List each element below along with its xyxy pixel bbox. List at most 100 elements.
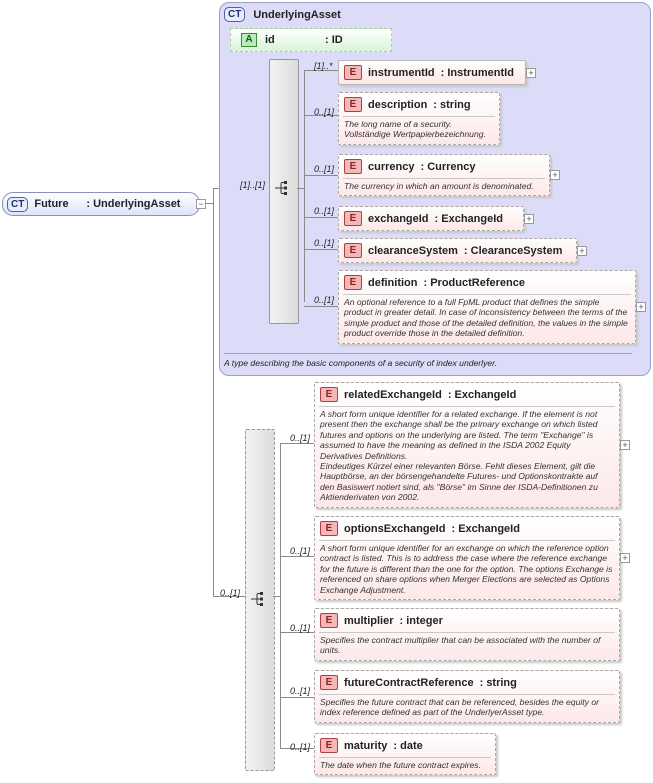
element-type: : ExchangeId: [434, 212, 503, 225]
element-doc: The currency in which an amount is denom…: [343, 178, 545, 195]
seq1-branch-line: [304, 70, 305, 302]
element-doc: Specifies the future contract that can b…: [319, 694, 615, 722]
g2-connector: [280, 556, 314, 557]
g1-connector: [304, 306, 338, 307]
element-type: : ExchangeId: [447, 388, 517, 401]
element-badge: E: [344, 243, 362, 258]
element-name: relatedExchangeId: [344, 388, 442, 401]
expand-icon[interactable]: +: [620, 440, 630, 450]
element-badge: E: [320, 675, 338, 690]
g2-connector: [280, 443, 314, 444]
element-type: : Currency: [420, 160, 476, 173]
complex-type-badge: CT: [224, 7, 246, 22]
root-collapse-icon[interactable]: −: [196, 199, 206, 209]
expand-icon[interactable]: +: [524, 213, 534, 224]
element-name: exchangeId: [368, 212, 429, 225]
sequence-icon: [275, 181, 287, 195]
g1-connector: [304, 217, 338, 218]
root-badge: CT: [7, 196, 29, 212]
element-name: instrumentId: [368, 66, 435, 79]
element-name: maturity: [344, 739, 388, 752]
seq2-cardinality: 0..[1]: [220, 588, 241, 598]
complex-type-doc: A type describing the basic components o…: [224, 353, 632, 368]
element-type: : integer: [399, 614, 443, 627]
g1-connector: [304, 115, 338, 116]
g2-cardinality: 0..[1]: [290, 686, 311, 696]
element-badge: E: [344, 97, 362, 112]
element-doc: The date when the future contract expire…: [319, 757, 491, 774]
element-name: optionsExchangeId: [344, 522, 446, 535]
g2-cardinality: 0..[1]: [290, 433, 311, 443]
root-name: Future: [34, 198, 69, 210]
element-name: multiplier: [344, 614, 394, 627]
g2-connector: [280, 748, 314, 749]
expand-icon[interactable]: +: [636, 302, 646, 312]
seq1-out-line: [297, 188, 304, 189]
expand-icon[interactable]: +: [620, 553, 630, 563]
element-doc: An optional reference to a full FpML pro…: [343, 294, 631, 343]
g2-connector: [280, 697, 314, 698]
g2-connector: [280, 632, 314, 633]
element-name: definition: [368, 276, 418, 289]
element-type: : ExchangeId: [451, 522, 520, 535]
g2-cardinality: 0..[1]: [290, 546, 311, 556]
element-badge: E: [344, 211, 362, 226]
element-badge: E: [320, 738, 338, 753]
root-type: : UnderlyingAsset: [86, 198, 181, 210]
expand-icon[interactable]: +: [550, 170, 560, 180]
element-badge: E: [320, 387, 338, 402]
element-type: : ProductReference: [423, 276, 525, 289]
g1-cardinality: 0..[1]: [314, 164, 335, 174]
element-badge: E: [344, 159, 362, 174]
attribute-badge: A: [241, 33, 257, 47]
g1-connector: [304, 70, 338, 71]
trunk-line: [213, 188, 214, 596]
element-type: : string: [433, 98, 471, 111]
seq2-branch-line: [280, 443, 281, 748]
element-name: clearanceSystem: [368, 244, 458, 257]
g1-cardinality: [1]..*: [314, 61, 333, 71]
element-type: : date: [393, 739, 423, 752]
g1-cardinality: 0..[1]: [314, 295, 335, 305]
seq2-connector: [213, 596, 245, 597]
element-type: : ClearanceSystem: [463, 244, 563, 257]
element-badge: E: [344, 275, 362, 290]
seq2-out-line: [273, 596, 280, 597]
element-name: currency: [368, 160, 415, 173]
expand-icon[interactable]: +: [526, 67, 536, 78]
root-connector: [200, 203, 214, 204]
g1-cardinality: 0..[1]: [314, 206, 335, 216]
sequence-compositor-1[interactable]: [269, 59, 299, 324]
element-name: futureContractReference: [344, 676, 474, 689]
g1-cardinality: 0..[1]: [314, 238, 335, 248]
attribute-name: id: [265, 34, 275, 46]
element-badge: E: [320, 613, 338, 628]
g1-connector: [304, 249, 338, 250]
root-element-future[interactable]: CT Future : UnderlyingAsset: [2, 192, 200, 216]
seq1-cardinality: [1]..[1]: [240, 180, 266, 190]
attribute-id[interactable]: A id : ID: [230, 28, 392, 52]
g2-cardinality: 0..[1]: [290, 742, 311, 752]
element-name: description: [368, 98, 428, 111]
element-badge: E: [344, 65, 362, 80]
element-doc: A short form unique identifier for a rel…: [319, 406, 615, 507]
complex-type-name: UnderlyingAsset: [253, 8, 341, 21]
element-type: : InstrumentId: [440, 66, 514, 79]
element-doc: The long name of a security. Vollständig…: [343, 116, 495, 144]
expand-icon[interactable]: +: [577, 245, 587, 256]
g1-connector: [304, 175, 338, 176]
g1-cardinality: 0..[1]: [314, 107, 335, 117]
sequence-icon: [251, 592, 263, 606]
element-doc: Specifies the contract multiplier that c…: [319, 632, 615, 660]
